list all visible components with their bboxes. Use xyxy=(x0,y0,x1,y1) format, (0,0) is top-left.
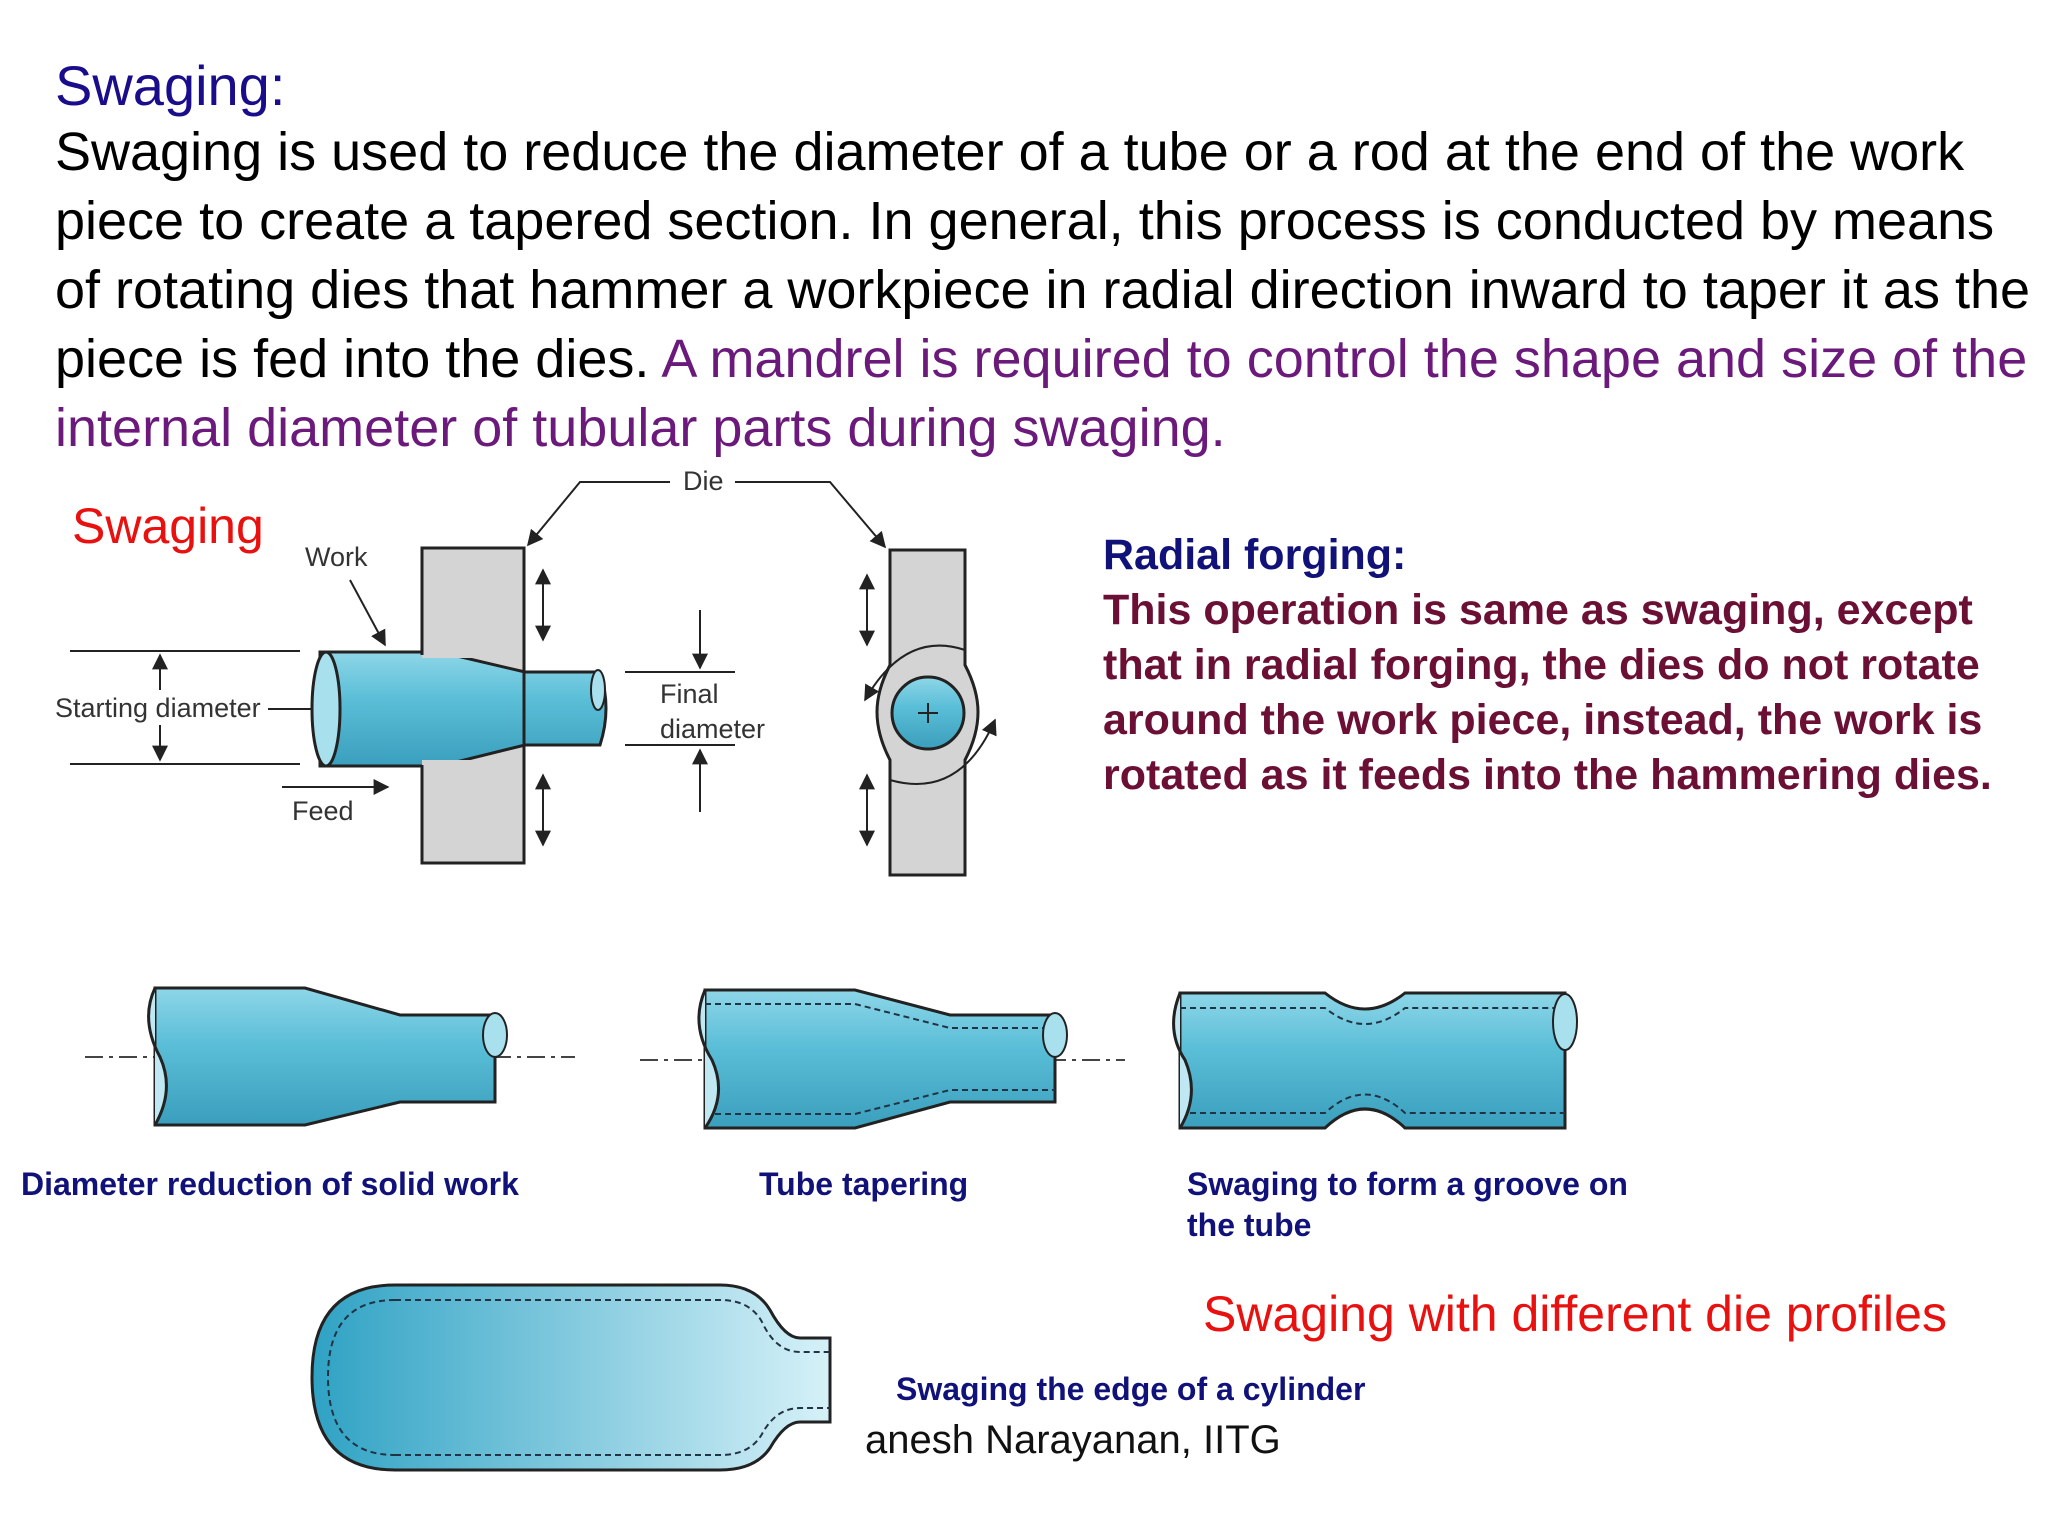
solid-reduction-illustration xyxy=(85,986,575,1127)
author-credit: anesh Narayanan, IITG xyxy=(865,1418,1281,1462)
caption-solid-reduction: Diameter reduction of solid work xyxy=(21,1166,519,1202)
radial-forging-block: Radial forging: This operation is same a… xyxy=(1103,528,2003,803)
caption-tube-tapering: Tube tapering xyxy=(759,1166,969,1202)
radial-forging-title: Radial forging: xyxy=(1103,531,1407,579)
slide-heading: Swaging: xyxy=(55,54,286,117)
caption-groove-line2: the tube xyxy=(1187,1207,1312,1243)
cylinder-edge-illustration xyxy=(310,1283,832,1472)
intro-paragraph: Swaging is used to reduce the diameter o… xyxy=(55,118,2035,463)
swaging-diagram: Starting diameter Work Feed Die Final xyxy=(55,466,997,877)
intro-text: Swaging is used to reduce the diameter o… xyxy=(55,122,2031,389)
work-label: Work xyxy=(305,542,368,572)
workpiece xyxy=(318,650,608,768)
tube-tapering-illustration xyxy=(640,988,1125,1130)
groove-illustration xyxy=(1172,991,1578,1130)
final-label: Final xyxy=(660,679,719,709)
radial-forging-body: This operation is same as swaging, excep… xyxy=(1103,586,1992,799)
diameter-label: diameter xyxy=(660,714,765,744)
caption-groove: Swaging to form a groove on the tube xyxy=(1187,1164,1707,1246)
swaging-label: Swaging xyxy=(72,498,264,554)
die-label: Die xyxy=(683,466,724,496)
caption-cylinder-edge: Swaging the edge of a cylinder xyxy=(896,1371,1366,1407)
mandrel-text: A mandrel is required to control the sha… xyxy=(55,329,2028,458)
feed-label: Feed xyxy=(292,796,354,826)
caption-groove-line1: Swaging to form a groove on xyxy=(1187,1166,1628,1202)
die-profiles-label: Swaging with different die profiles xyxy=(1203,1286,1947,1342)
starting-diameter-label: Starting diameter xyxy=(55,693,261,723)
